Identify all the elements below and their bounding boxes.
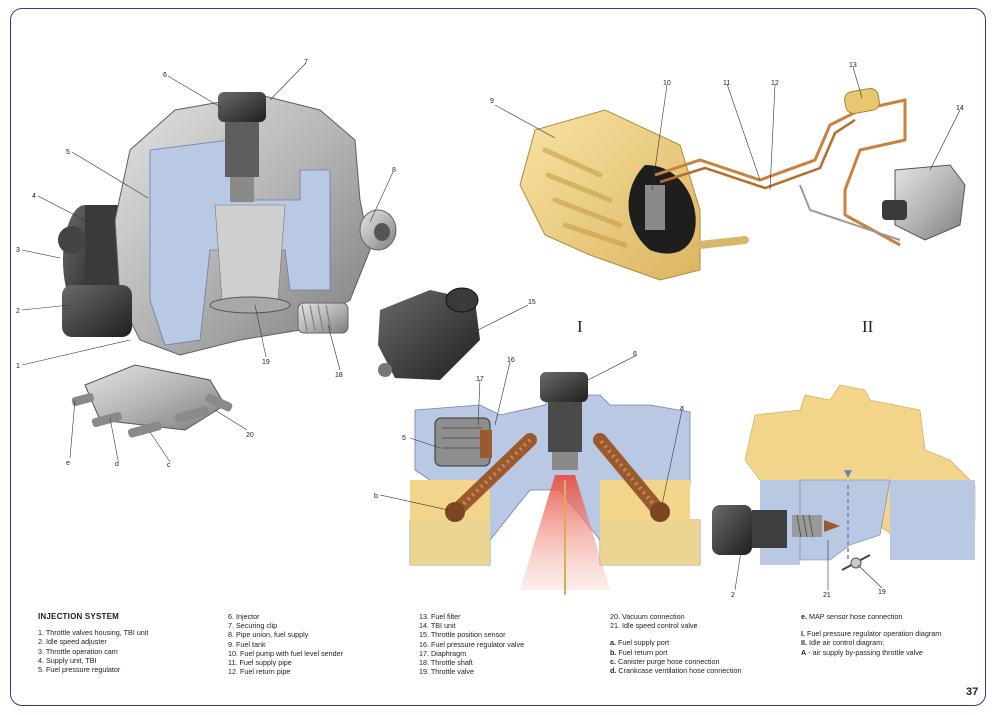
legend-item: 12. Fuel return pipe <box>228 667 291 677</box>
legend-title: INJECTION SYSTEM <box>38 612 119 621</box>
legend-item: 2. Idle speed adjuster <box>38 637 107 647</box>
legend-item: 20. Vacuum connection <box>610 612 685 621</box>
legend-item: 13. Fuel filter <box>419 612 461 621</box>
legend-column-3: 13. Fuel filter 14. TBI unit 15. Throttl… <box>419 612 524 676</box>
vacuum-bracket <box>71 364 233 438</box>
diagram-pressure-regulator <box>409 372 701 595</box>
legend-item: 18. Throttle shaft <box>419 658 473 668</box>
legend-key: d. <box>610 666 617 676</box>
legend-item: II. Idle air control diagram: <box>801 638 941 647</box>
legend-item: A - air supply by-passing throttle valve <box>801 648 941 657</box>
callout-4: 4 <box>32 193 36 200</box>
legend-text: MAP sensor hose connection <box>809 612 903 621</box>
legend-item: d. Crankcase ventilation hose connection <box>610 666 741 675</box>
legend-text: - air supply by-passing throttle valve <box>808 647 923 657</box>
legend-text: Crankcase ventilation hose connection <box>618 666 742 676</box>
legend-column-1: INJECTION SYSTEM 1. Throttle valves hous… <box>38 612 148 674</box>
fuel-tank-system <box>519 87 966 281</box>
legend-key: a. <box>610 638 616 648</box>
leader-lines <box>21 62 961 591</box>
legend-item: 19. Throttle valve <box>419 667 475 677</box>
callout-6: 6 <box>163 72 167 79</box>
legend-item: 1. Throttle valves housing, TBI unit <box>38 628 149 638</box>
legend-key: II. <box>801 638 807 648</box>
legend-text: Fuel return port <box>618 647 668 657</box>
callout-e: e <box>66 460 70 467</box>
legend-key: e. <box>801 612 807 621</box>
legend-item: 11. Fuel supply pipe <box>228 658 292 668</box>
callout-2: 2 <box>16 308 20 315</box>
callout-c: c <box>167 462 171 469</box>
legend-item: 10. Fuel pump with fuel level sender <box>228 648 344 658</box>
legend-item: 5. Fuel pressure regulator <box>38 665 121 675</box>
callout-d: d <box>115 461 119 468</box>
callout-1: 1 <box>16 363 20 370</box>
callout-21: 21 <box>823 592 831 599</box>
legend-column-5: e. MAP sensor hose connection I. Fuel pr… <box>801 612 941 657</box>
diagram-label-ii: II <box>862 317 874 336</box>
legend-item: I. Fuel pressure regulator operation dia… <box>801 629 941 638</box>
callout-a: a <box>680 405 684 412</box>
callout-19-left: 19 <box>262 359 270 366</box>
legend-item: b. Fuel return port <box>610 648 741 657</box>
throttle-position-sensor <box>378 287 480 380</box>
callout-14: 14 <box>956 105 964 112</box>
legend-item: 6. Injector <box>228 612 260 621</box>
legend-column-2: 6. Injector 7. Securing clip 8. Pipe uni… <box>228 612 343 676</box>
legend-item: 4. Supply unit, TBI <box>38 655 97 665</box>
callout-b: b <box>374 493 378 500</box>
diagram-idle-air-control <box>712 384 976 571</box>
tbi-unit-cutaway <box>58 92 397 356</box>
legend-item: 9. Fuel tank <box>228 639 266 649</box>
legend-text: Fuel pressure regulator operation diagra… <box>807 629 942 639</box>
callout-13: 13 <box>849 62 857 69</box>
callout-11: 11 <box>723 80 730 87</box>
legend-item: 16. Fuel pressure regulator valve <box>419 639 525 649</box>
legend-item: 8. Pipe union, fuel supply <box>228 630 309 640</box>
callout-5-diagram: 5 <box>402 435 406 442</box>
legend-key: I. <box>801 629 805 639</box>
legend-column-4: 20. Vacuum connection 21. Idle speed con… <box>610 612 741 675</box>
callout-17: 17 <box>476 376 484 383</box>
legend-key: A <box>801 647 807 657</box>
legend-text: Fuel supply port <box>618 638 670 648</box>
callout-9: 9 <box>490 98 494 105</box>
callout-8: 8 <box>392 167 396 174</box>
legend-item: 15. Throttle position sensor <box>419 630 506 640</box>
legend-item: c. Canister purge hose connection <box>610 657 741 666</box>
callout-5: 5 <box>66 149 70 156</box>
legend-item: 7. Securing clip <box>228 621 278 631</box>
callout-3: 3 <box>16 247 20 254</box>
legend-item: a. Fuel supply port <box>610 638 741 647</box>
legend-text: Idle air control diagram: <box>809 638 885 648</box>
callout-7: 7 <box>304 59 308 66</box>
callout-15: 15 <box>528 299 536 306</box>
callout-12: 12 <box>771 80 779 87</box>
legend-item: 3. Throttle operation cam <box>38 646 118 656</box>
diagram-label-i: I <box>577 317 583 336</box>
legend-text: Canister purge hose connection <box>618 656 720 666</box>
page-number: 37 <box>966 686 979 698</box>
legend-item: 14. TBI unit <box>419 621 456 631</box>
callout-16: 16 <box>507 357 515 364</box>
callout-20: 20 <box>246 432 254 439</box>
callout-labels: 1 2 3 4 5 6 7 8 9 10 11 12 13 14 15 16 1… <box>16 59 964 599</box>
callout-6-diagram: 6 <box>633 351 637 358</box>
legend-item: 21. Idle speed control valve <box>610 621 698 631</box>
legend-key: c. <box>610 656 616 666</box>
legend-item: e. MAP sensor hose connection <box>801 612 941 621</box>
legend-key: b. <box>610 647 617 657</box>
callout-19-right: 19 <box>878 589 886 596</box>
callout-10: 10 <box>663 80 671 87</box>
callout-18: 18 <box>335 372 343 379</box>
legend-item: 17. Diaphragm <box>419 648 467 658</box>
callout-2-diagram: 2 <box>731 592 735 599</box>
